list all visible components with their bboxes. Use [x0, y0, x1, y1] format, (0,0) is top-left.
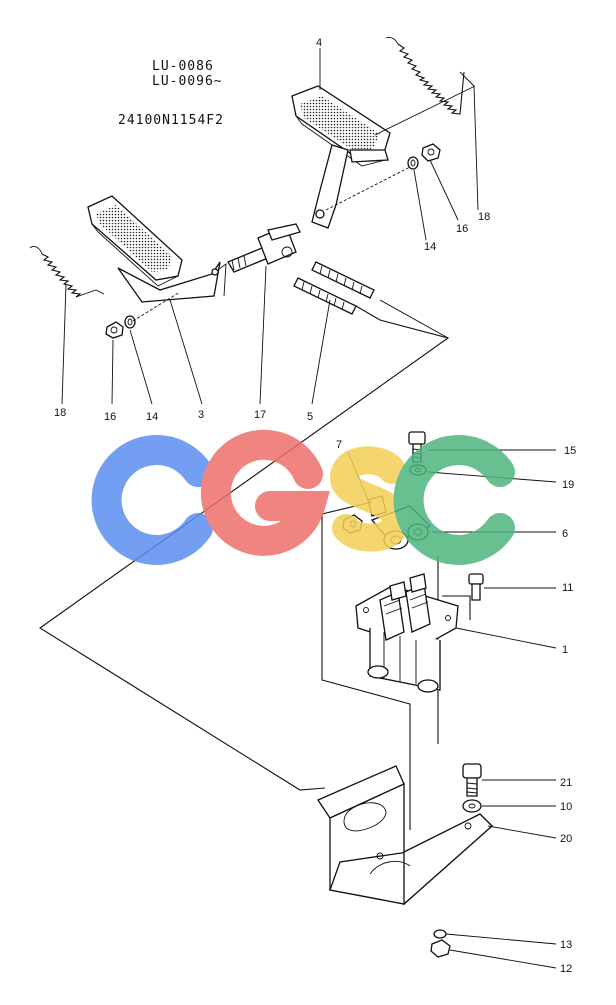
model-line-1: LU-0086 — [152, 59, 214, 74]
callout-7: 7 — [336, 439, 342, 451]
callout-13: 13 — [560, 939, 572, 951]
spring-left — [29, 245, 105, 298]
bolt-21 — [462, 763, 482, 797]
watermark-letter-c2 — [393, 435, 515, 565]
callout-20: 20 — [560, 833, 572, 845]
spring-top — [385, 37, 475, 115]
callout-16-top: 16 — [456, 223, 468, 235]
watermark-letter-s — [329, 446, 411, 552]
pedal-left — [87, 195, 227, 303]
studs — [293, 261, 375, 315]
callout-11: 11 — [562, 582, 573, 594]
callout-14-left: 14 — [146, 411, 158, 423]
callout-21: 21 — [560, 777, 572, 789]
callout-1: 1 — [562, 644, 568, 656]
watermark — [91, 429, 515, 565]
bracket-20 — [317, 765, 493, 906]
washer-10 — [462, 799, 482, 813]
callout-18-left: 18 — [54, 407, 66, 419]
bolt-11 — [468, 573, 484, 601]
valve-1 — [355, 573, 459, 693]
watermark-letter-c1 — [91, 435, 213, 565]
callout-4: 4 — [316, 37, 322, 49]
callout-3: 3 — [198, 409, 204, 421]
callout-5: 5 — [307, 411, 313, 423]
part-code: 24100N1154F2 — [118, 113, 224, 128]
callout-12: 12 — [560, 963, 572, 975]
callout-18-top: 18 — [478, 211, 490, 223]
pedal-right — [291, 85, 391, 229]
callout-16-left: 16 — [104, 411, 116, 423]
callout-19: 19 — [562, 479, 574, 491]
washer-nut-left — [105, 315, 136, 339]
pivot-shaft — [227, 223, 301, 273]
callout-15: 15 — [564, 445, 576, 457]
washer-nut-top — [407, 143, 441, 170]
nuts-bottom — [430, 929, 451, 958]
callout-6: 6 — [562, 528, 568, 540]
model-line-2: LU-0096~ — [152, 74, 223, 89]
callout-17: 17 — [254, 409, 266, 421]
watermark-letter-g — [200, 429, 330, 556]
callout-14-top: 14 — [424, 241, 436, 253]
callout-10: 10 — [560, 801, 572, 813]
